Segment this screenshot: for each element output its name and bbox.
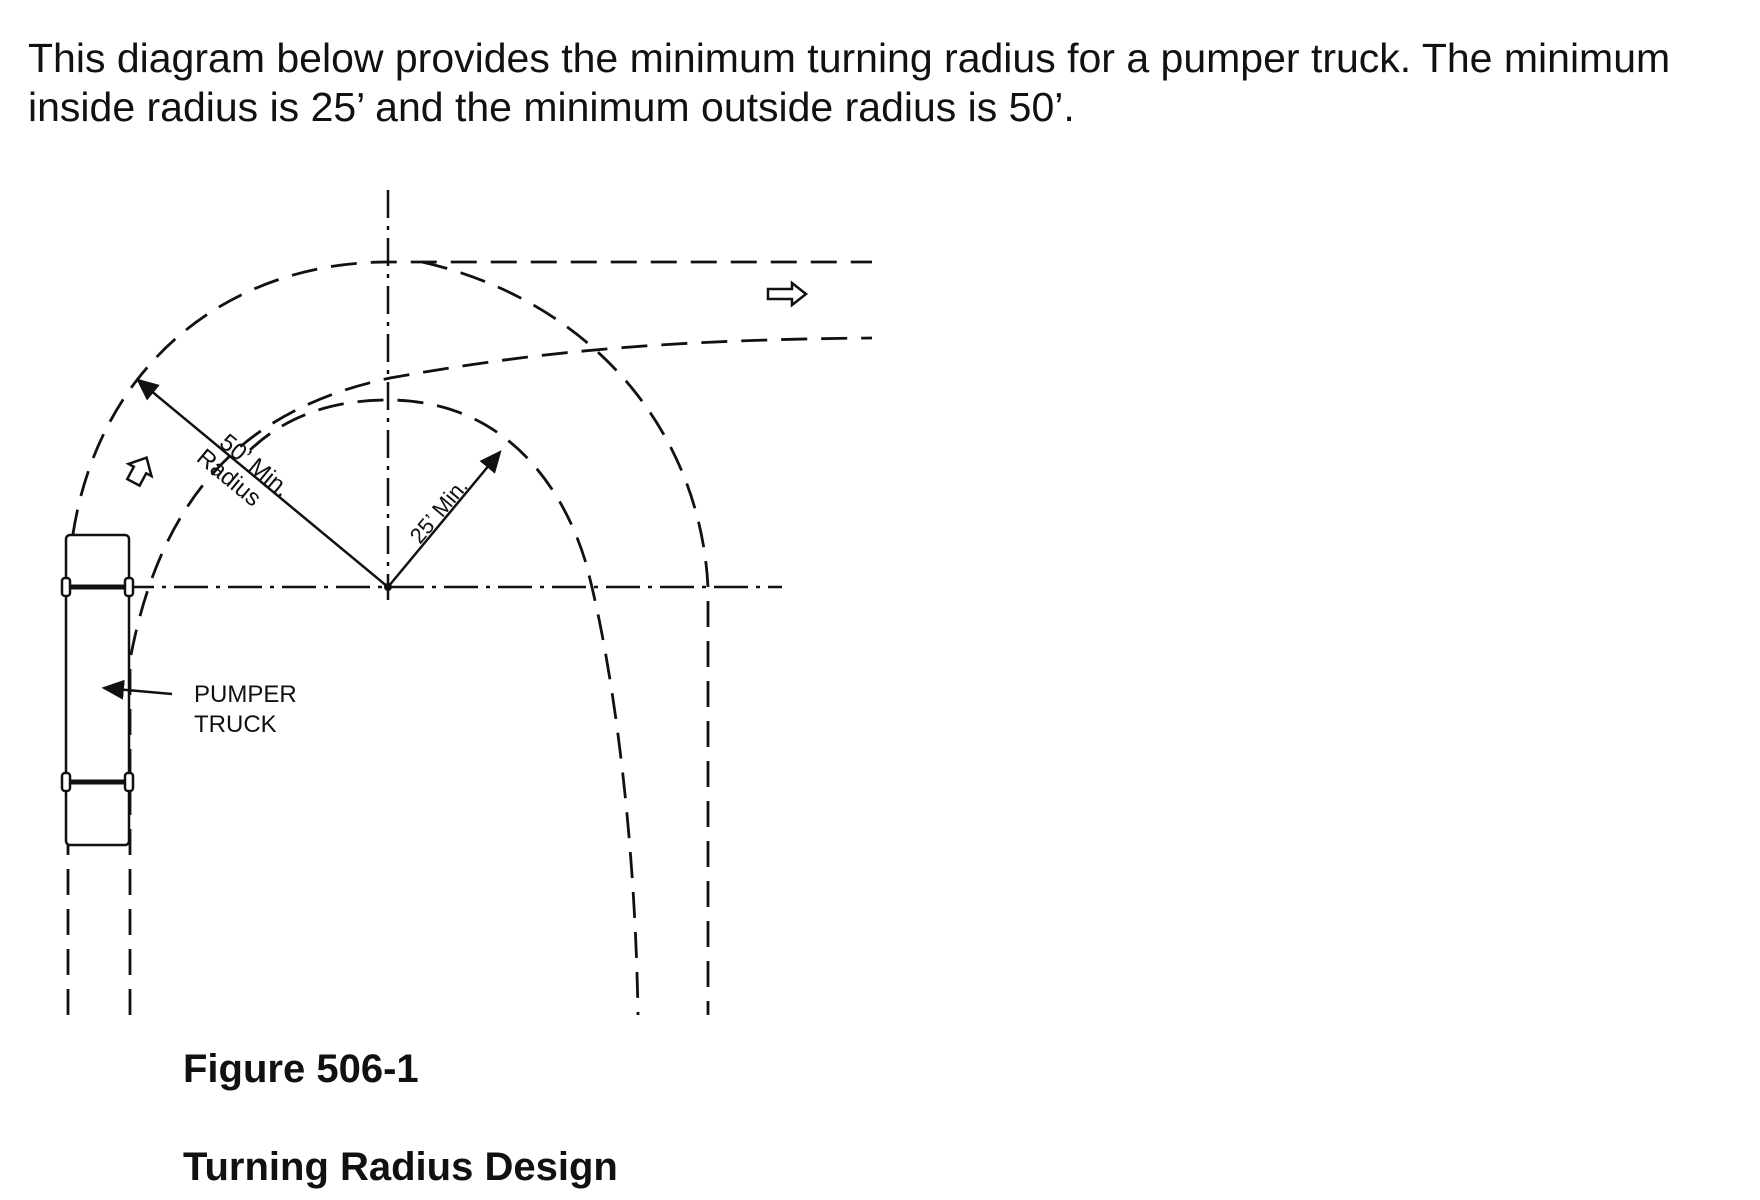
intro-text: This diagram below provides the minimum … <box>28 34 1748 132</box>
truck-leader-line <box>101 679 173 700</box>
figure-number: Figure 506-1 <box>183 1047 419 1091</box>
direction-arrow-up-icon <box>125 456 154 488</box>
outer-right-path <box>421 260 710 1015</box>
inner-radius-label: 25’ Min. <box>405 474 473 548</box>
truck-label: PUMPER TRUCK <box>194 681 303 738</box>
inner-radius-line <box>387 450 502 588</box>
outer-radius-line <box>136 378 389 588</box>
intro-line-2: inside radius is 25’ and the minimum out… <box>28 84 1075 130</box>
intro-line-1: This diagram below provides the minimum … <box>28 35 1671 81</box>
inner-radius-arc <box>249 398 640 1016</box>
figure-caption: Turning Radius Design <box>183 1145 618 1189</box>
direction-arrow-right-icon <box>766 280 809 308</box>
outer-turning-path <box>66 260 872 1015</box>
center-point <box>384 583 392 591</box>
pumper-truck <box>60 533 135 847</box>
inner-turning-path <box>128 336 873 1015</box>
